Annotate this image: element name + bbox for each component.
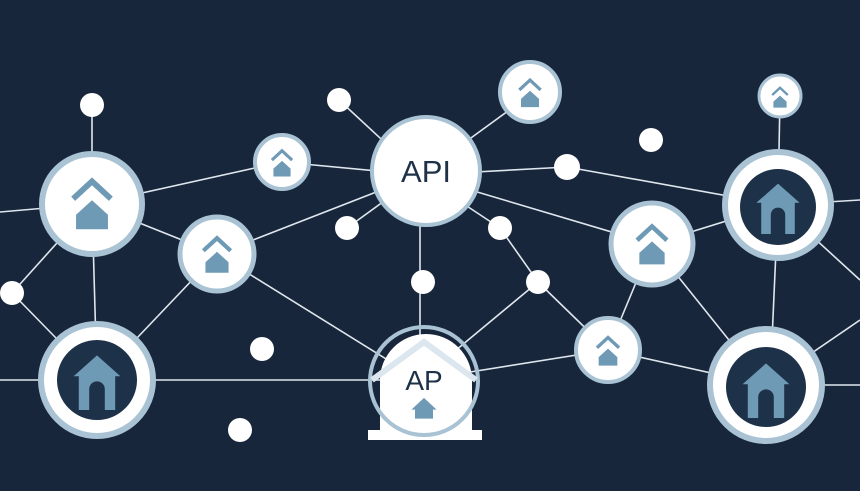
api-hub-node[interactable]: API [370, 115, 482, 227]
endpoint-dot [80, 93, 104, 117]
api-hub-label: API [401, 154, 451, 189]
endpoint-dot [554, 154, 580, 180]
endpoint-dot [639, 128, 663, 152]
endpoint-dot [250, 337, 274, 361]
house-node-top-right[interactable] [498, 60, 562, 124]
ap-hub-label: AP [405, 365, 442, 396]
arch-node-right-top[interactable] [722, 149, 834, 261]
endpoint-dot [488, 216, 512, 240]
house-icon [411, 397, 437, 419]
house-node-bottom-right[interactable] [574, 316, 642, 384]
house-node-small-top[interactable] [253, 133, 311, 191]
endpoint-dots [0, 88, 663, 442]
house-node-far-top-right[interactable] [757, 73, 803, 119]
endpoint-dot [0, 281, 24, 305]
endpoint-dot [228, 418, 252, 442]
arch-node-left-bottom[interactable] [38, 321, 156, 439]
house-node-right[interactable] [608, 200, 696, 288]
endpoint-dot [335, 216, 359, 240]
endpoint-dot [526, 270, 550, 294]
house-node-left-large[interactable] [39, 151, 145, 257]
endpoint-dot [327, 88, 351, 112]
house-node-mid-left[interactable] [177, 214, 257, 294]
ap-hub-node[interactable]: AP [368, 325, 482, 440]
arch-node-right-bottom[interactable] [707, 326, 825, 444]
endpoint-dot [411, 270, 435, 294]
